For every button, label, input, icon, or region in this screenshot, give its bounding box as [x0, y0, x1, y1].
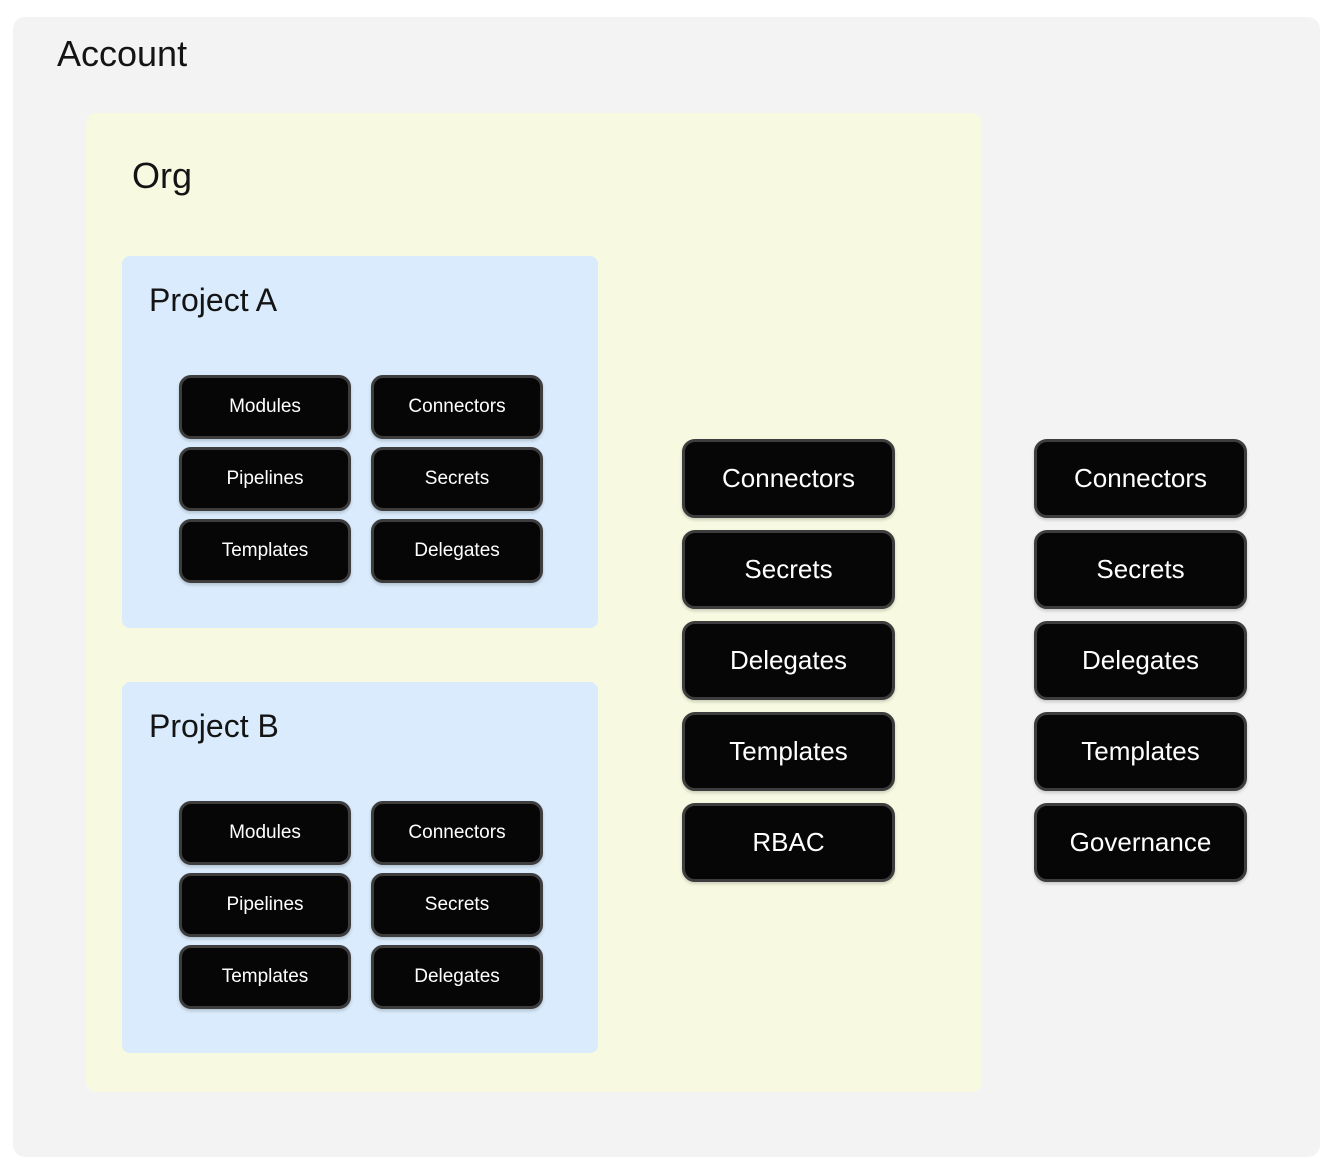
project-resource-pill: Delegates	[371, 945, 543, 1009]
org-resource-pill: Connectors	[682, 439, 895, 518]
project-resource-pill: Templates	[179, 945, 351, 1009]
project-resource-pill: Modules	[179, 375, 351, 439]
account-resource-pill: Governance	[1034, 803, 1247, 882]
project-a-title: Project A	[149, 282, 278, 318]
org-resource-pill: RBAC	[682, 803, 895, 882]
project-resource-pill: Connectors	[371, 801, 543, 865]
project-resource-pill: Secrets	[371, 873, 543, 937]
project-resource-pill: Secrets	[371, 447, 543, 511]
account-resource-pill: Secrets	[1034, 530, 1247, 609]
account-title: Account	[57, 33, 188, 74]
org-resource-column: Connectors Secrets Delegates Templates R…	[682, 439, 895, 882]
org-container: Org Project A Modules Connectors Pipelin…	[86, 113, 982, 1092]
account-resource-column: Connectors Secrets Delegates Templates G…	[1034, 439, 1247, 882]
org-resource-pill: Delegates	[682, 621, 895, 700]
org-resource-pill: Templates	[682, 712, 895, 791]
account-container: Account Org Project A Modules Connectors…	[13, 17, 1320, 1157]
account-resource-pill: Delegates	[1034, 621, 1247, 700]
account-resource-pill: Connectors	[1034, 439, 1247, 518]
org-title: Org	[132, 155, 193, 196]
project-resource-pill: Modules	[179, 801, 351, 865]
project-resource-pill: Connectors	[371, 375, 543, 439]
project-b-container: Project B Modules Connectors Pipelines S…	[122, 682, 598, 1053]
account-resource-pill: Templates	[1034, 712, 1247, 791]
project-a-container: Project A Modules Connectors Pipelines S…	[122, 256, 598, 628]
project-resource-pill: Delegates	[371, 519, 543, 583]
org-resource-pill: Secrets	[682, 530, 895, 609]
project-resource-pill: Templates	[179, 519, 351, 583]
project-a-resource-grid: Modules Connectors Pipelines Secrets Tem…	[179, 375, 543, 583]
project-resource-pill: Pipelines	[179, 873, 351, 937]
project-b-title: Project B	[149, 708, 279, 744]
project-b-resource-grid: Modules Connectors Pipelines Secrets Tem…	[179, 801, 543, 1009]
project-resource-pill: Pipelines	[179, 447, 351, 511]
